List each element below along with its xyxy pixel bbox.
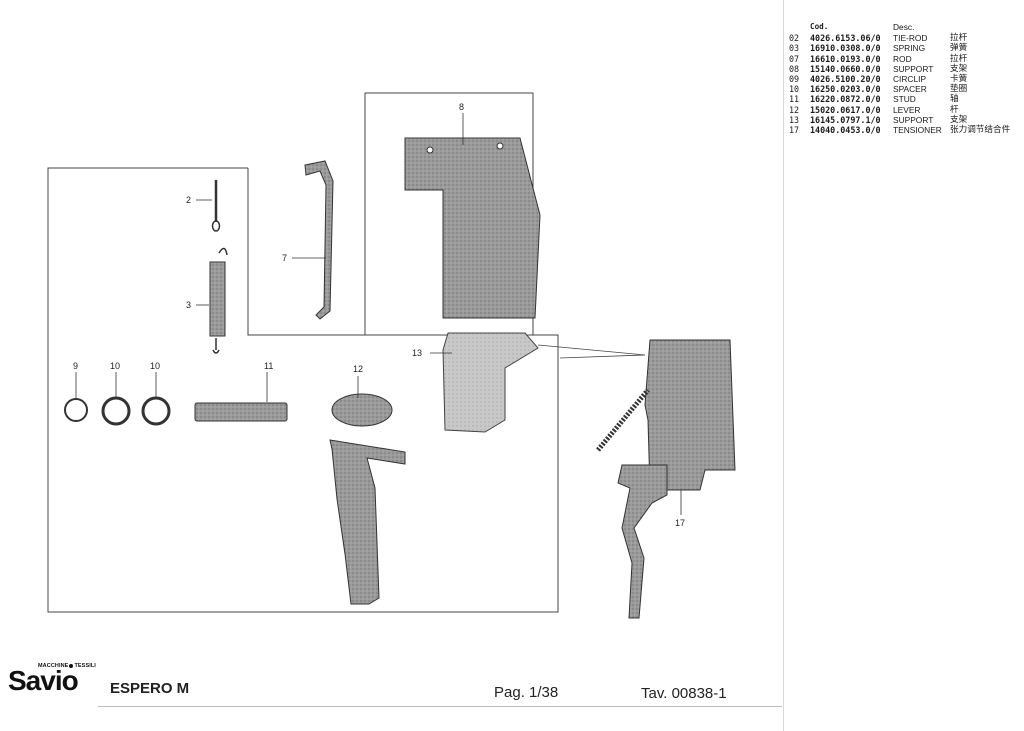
part-desc: ROD [893,53,912,64]
parts-row: 10 16250.0203.0/0 SPACER 垫圈 [789,84,1023,94]
part-code: 4026.6153.06/0 [810,33,881,44]
part-tie-rod [196,180,221,232]
part-stud [194,372,288,422]
part-code: 16910.0308.0/0 [810,43,881,54]
assembly-boundary [47,92,559,613]
part-desc: TENSIONER [893,125,942,136]
part-desc: SUPPORT [893,63,934,74]
assembly-boundary-step [247,168,365,336]
callout-2: 2 [186,195,191,205]
parts-list: Cod. Desc. 02 4026.6153.06/0 TIE-ROD 拉杆 03 16… [789,22,1023,135]
callout-13: 13 [412,348,422,358]
parts-row: 08 15140.0660.0/0 SUPPORT 支架 [789,64,1023,74]
part-code: 14040.0453.0/0 [810,125,881,136]
part-desc: CIRCLIP [893,74,927,85]
callout-7: 7 [282,253,287,263]
part-code: 16145.0797.1/0 [810,114,881,125]
parts-row: 03 16910.0308.0/0 SPRING 弹簧 [789,43,1023,53]
parts-row: 17 14040.0453.0/0 TENSIONER 张力调节结合件 [789,125,1023,135]
leader-line-13-17b [559,354,646,359]
part-code: 16220.0872.0/0 [810,94,881,105]
page-divider [783,0,784,731]
table-reference: Tav. 00838-1 [641,685,727,702]
part-desc: TIE-ROD [893,33,928,44]
part-code: 4026.5100.20/0 [810,74,881,85]
callout-11: 11 [264,361,273,371]
part-code: 15140.0660.0/0 [810,63,881,74]
exploded-parts-drawing: 2 3 7 8 13 9 10 10 [47,92,736,619]
parts-list-header: Cod. Desc. [789,22,1023,32]
page-number: Pag. 1/38 [494,684,559,701]
part-desc: SPACER [893,84,927,95]
part-desc: STUD [893,94,916,105]
part-index: 13 [789,114,800,125]
part-index: 03 [789,43,800,54]
callout-8: 8 [459,102,464,112]
part-index: 02 [789,33,800,44]
part-code: 16250.0203.0/0 [810,84,881,95]
callout-3: 3 [186,300,191,310]
part-index: 07 [789,53,800,64]
callout-12: 12 [353,364,363,374]
part-index: 10 [789,84,800,95]
part-desc-cn: 支架 [950,114,968,125]
parts-row: 02 4026.6153.06/0 TIE-ROD 拉杆 [789,33,1023,43]
part-index: 09 [789,74,800,85]
part-spring [196,247,228,354]
parts-row: 09 4026.5100.20/0 CIRCLIP 卡簧 [789,74,1023,84]
part-support-8 [404,113,541,319]
part-desc-cn: 拉杆 [950,53,968,64]
callout-9: 9 [73,361,78,371]
part-desc-cn: 轴 [950,94,959,105]
part-desc: SUPPORT [893,114,934,125]
part-lever [329,376,406,605]
part-desc-cn: 弹簧 [950,43,968,54]
part-desc-cn: 张力调节结合件 [950,125,1011,136]
part-desc-cn: 垫圈 [950,84,968,95]
part-tensioner [596,339,736,619]
part-index: 11 [789,94,800,105]
leader-line-13-17 [537,344,646,356]
parts-row: 07 16610.0193.0/0 ROD 拉杆 [789,54,1023,64]
part-index: 12 [789,104,800,115]
header-code: Cod. [810,22,829,31]
parts-row: 13 16145.0797.1/0 SUPPORT 支架 [789,115,1023,125]
part-support-13 [430,332,539,433]
part-desc-cn: 支架 [950,63,968,74]
model-name: ESPERO M [110,680,190,697]
part-desc: LEVER [893,104,921,115]
part-desc: SPRING [893,43,926,54]
part-rod [292,160,334,320]
callout-10a: 10 [110,361,120,371]
footer-rule [98,706,782,707]
part-code: 16610.0193.0/0 [810,53,881,64]
part-desc-cn: 杆 [950,104,959,115]
parts-row: 11 16220.0872.0/0 STUD 轴 [789,94,1023,104]
part-desc-cn: 卡簧 [950,74,968,85]
header-desc: Desc. [893,22,915,32]
callout-17: 17 [675,518,685,528]
part-index: 17 [789,125,800,136]
part-desc-cn: 拉杆 [950,33,968,44]
part-code: 15020.0617.0/0 [810,104,881,115]
part-spacer-b [141,372,171,426]
part-index: 08 [789,63,800,74]
brand-name: Savio [8,665,79,696]
parts-row: 12 15020.0617.0/0 LEVER 杆 [789,105,1023,115]
part-circlip [64,372,88,422]
callout-10b: 10 [150,361,160,371]
part-spacer-a [101,372,131,426]
